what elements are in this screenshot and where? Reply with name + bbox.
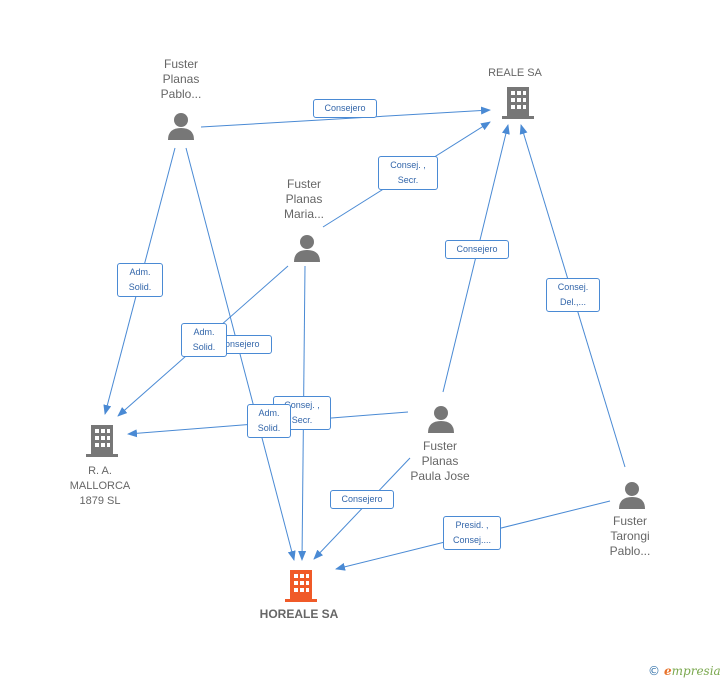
person-icon[interactable] xyxy=(619,482,645,509)
edge-label[interactable]: Consej. , Secr. xyxy=(378,156,438,190)
person-icon[interactable] xyxy=(168,113,194,140)
edge-label[interactable]: Consejero xyxy=(330,490,394,509)
edge-pablo-reale xyxy=(200,106,491,128)
node-label-fuster-maria[interactable]: Fuster Planas Maria... xyxy=(283,177,324,221)
edge-label[interactable]: Adm. Solid. xyxy=(247,404,291,438)
empresia-logo: © empresia xyxy=(648,664,721,678)
node-label-fuster-tarongi[interactable]: Fuster Tarongi Pablo... xyxy=(609,514,651,558)
node-label-fuster-paula[interactable]: Fuster Planas Paula Jose xyxy=(410,439,470,483)
brand-first-letter: e xyxy=(664,664,672,678)
edge-pablo-horeale xyxy=(185,147,296,561)
edge-label[interactable]: Adm. Solid. xyxy=(181,323,227,357)
building-icon-focus[interactable] xyxy=(285,570,317,602)
brand-name: mpresia xyxy=(671,664,721,678)
node-label-horeale[interactable]: HOREALE SA xyxy=(259,607,339,621)
node-label-fuster-pablo[interactable]: Fuster Planas Pablo... xyxy=(160,57,202,101)
person-icon[interactable] xyxy=(294,235,320,262)
edge-label[interactable]: Consejero xyxy=(445,240,509,259)
node-label-ra-mallorca[interactable]: R. A. MALLORCA 1879 SL xyxy=(69,465,131,507)
edge-label[interactable]: Consej. Del.,... xyxy=(546,278,600,312)
edge-label[interactable]: Presid. , Consej.... xyxy=(443,516,501,550)
edge-label[interactable]: Adm. Solid. xyxy=(117,263,163,297)
person-icon[interactable] xyxy=(428,406,454,433)
edge-label[interactable]: Consejero xyxy=(313,99,377,118)
building-icon[interactable] xyxy=(502,87,534,119)
copyright-symbol: © xyxy=(648,664,660,678)
node-label-reale[interactable]: REALE SA xyxy=(488,67,542,79)
building-icon[interactable] xyxy=(86,425,118,457)
